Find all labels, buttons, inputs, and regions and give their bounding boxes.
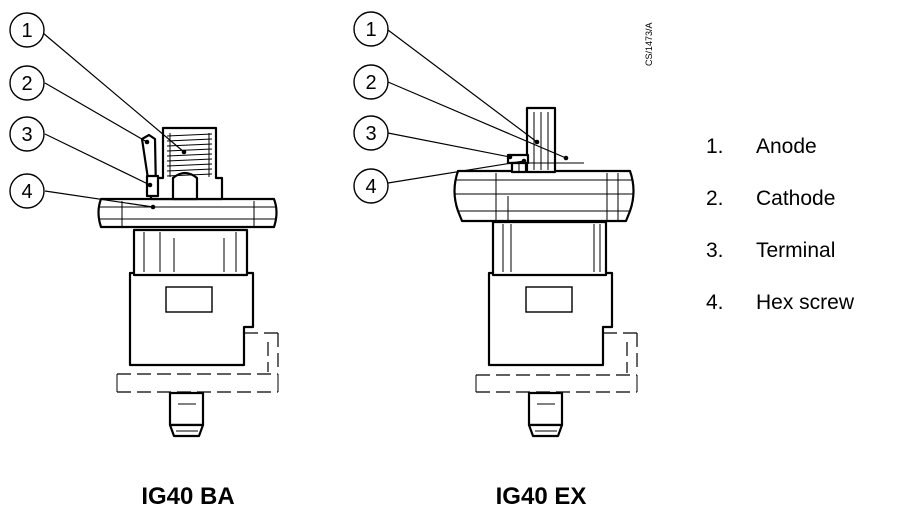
gauge-ig40-ex: 1 2 3 4 IG40 EX [353,11,638,510]
ex-callout-2-label: 2 [365,72,376,94]
ex-callout-1-label: 1 [365,19,376,41]
ex-callout-4 [353,168,389,204]
ba-callout-2-label: 2 [21,73,32,95]
ba-terminal [145,174,160,198]
ex-hex-flange [453,169,635,223]
ex-callouts: 1 2 3 4 [353,11,569,204]
legend: 1. Anode 2. Cathode 3. Terminal 4. Hex screw [706,134,854,342]
reference-code: CS/1473/A [644,22,654,66]
ex-callout-4-label: 4 [365,176,376,198]
ba-callout-1-label: 1 [21,20,32,42]
legend-label: Hex screw [756,291,855,314]
legend-item-cathode: 2. Cathode [706,186,854,238]
ba-callout-4-label: 4 [21,181,32,203]
ba-callout-2 [9,65,45,101]
legend-number: 1. [706,135,724,158]
legend-item-terminal: 3. Terminal [706,238,854,290]
ex-callout-3 [353,115,389,151]
legend-label: Cathode [756,187,836,210]
ex-body [487,220,614,367]
ex-connector-pin [527,391,564,438]
legend-number: 2. [706,187,724,210]
ex-anode-assembly [506,106,584,174]
ba-body [128,228,255,367]
ba-connector-pin [168,391,205,438]
ba-callout-1 [9,12,45,48]
ba-anode-assembly [140,126,224,201]
legend-label: Terminal [756,239,836,262]
legend-item-anode: 1. Anode [706,134,854,186]
ex-caption: IG40 EX [496,483,587,510]
legend-number: 3. [706,239,724,262]
ba-callout-4 [9,173,45,209]
ex-callout-3-label: 3 [365,123,376,145]
ba-anode-coil [166,133,213,177]
ex-callout-1 [353,11,389,47]
legend-item-hex-screw: 4. Hex screw [706,290,854,342]
legend-number: 4. [706,291,724,314]
ba-caption: IG40 BA [141,483,234,510]
ba-callout-3-label: 3 [21,124,32,146]
ba-callouts: 1 2 3 4 [9,12,187,210]
gauge-ig40-ba: 1 2 3 4 IG40 BA [9,12,279,510]
legend-label: Anode [756,135,817,158]
ex-callout-2 [353,64,389,100]
ba-callout-3 [9,116,45,152]
